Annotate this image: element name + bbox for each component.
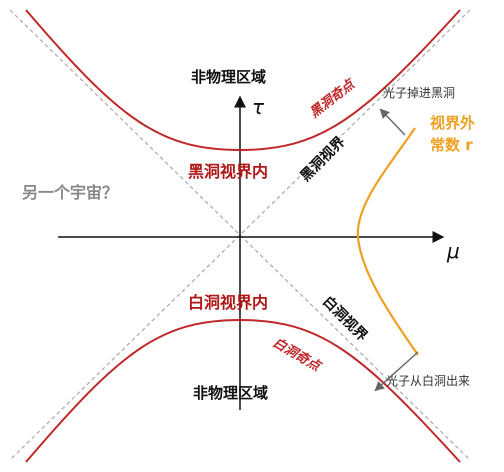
nonphysical-region-top: 非物理区域 <box>191 68 266 86</box>
outside-horizon-label: 视界外 <box>430 114 475 132</box>
wh-interior-label: 白洞视界内 <box>188 293 268 312</box>
wh-horizon-label: 白洞视界 <box>319 293 371 345</box>
wh-singularity-label: 白洞奇点 <box>270 335 325 376</box>
mu-label: μ <box>446 239 460 263</box>
bh-interior-label: 黑洞视界内 <box>188 162 268 181</box>
photon-from-wh-label: 光子从白洞出来 <box>386 373 470 388</box>
constant-r-curve <box>356 127 419 356</box>
photon-into-bh-label: 光子掉进黑洞 <box>383 86 455 100</box>
wh-singularity-curve <box>25 318 461 463</box>
other-universe-label: 另一个宇宙？ <box>22 183 118 202</box>
photon-from-wh-arrow <box>374 351 419 392</box>
nonphysical-region-bottom: 非物理区域 <box>193 384 268 402</box>
horizon-diagonal-2 <box>9 9 471 461</box>
tau-label: τ <box>252 95 265 119</box>
photon-into-bh-arrow <box>379 108 406 136</box>
bh-singularity-curve <box>25 9 461 152</box>
constant-r-label: 常数 r <box>430 136 473 154</box>
horizon-diagonal-1 <box>9 9 471 461</box>
